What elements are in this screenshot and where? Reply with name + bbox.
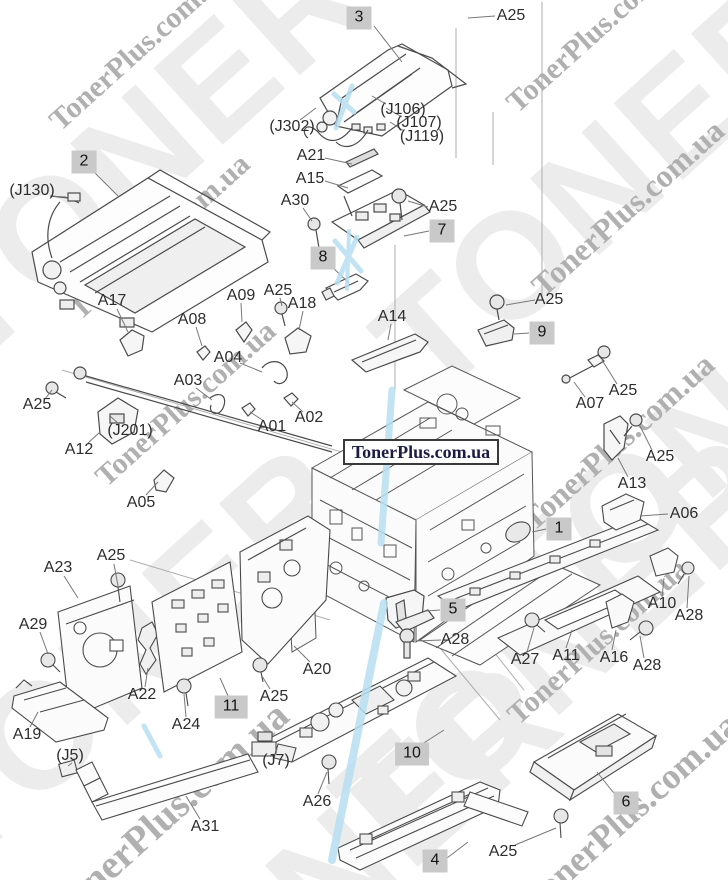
item-badge-3: 3	[346, 6, 372, 30]
part-label-a09: A09	[226, 287, 256, 304]
part-label-a13: A13	[617, 475, 647, 492]
part-label-a28: A28	[440, 631, 470, 648]
part-label-a27: A27	[510, 651, 540, 668]
part-label-j119: (J119)	[399, 128, 445, 145]
guide-part-sketch	[321, 273, 369, 301]
item-badge-7: 7	[429, 219, 455, 243]
part-label-j5: (J5)	[56, 747, 84, 764]
item-badge-9: 9	[529, 321, 555, 345]
item-badge-11: 11	[214, 695, 248, 719]
leader-lines	[29, 15, 690, 859]
part-label-a12: A12	[64, 441, 94, 458]
part-label-j130: (J130)	[9, 182, 55, 199]
part-label-a25: A25	[263, 282, 293, 299]
part-label-a20: A20	[302, 661, 332, 678]
part-label-a07: A07	[575, 395, 605, 412]
crossbar-panel-sketch	[436, 493, 695, 656]
left-stack-sketch	[11, 561, 243, 743]
watermark-center-text: TonerPlus.com.ua	[351, 441, 491, 462]
part-label-a24: A24	[171, 716, 201, 733]
part-label-a08: A08	[177, 311, 207, 328]
part-label-a26: A26	[302, 793, 332, 810]
item-badge-5: 5	[440, 598, 466, 622]
part-label-a03: A03	[173, 372, 203, 389]
upper-bracket-plate-sketch	[307, 148, 431, 249]
part-label-a30: A30	[280, 192, 310, 209]
part-label-a25: A25	[428, 198, 458, 215]
flat-cable-sketch	[58, 731, 297, 821]
part-label-a17: A17	[97, 292, 127, 309]
small-clips-sketch	[45, 301, 429, 493]
part-label-a25: A25	[488, 843, 518, 860]
part-label-j107: (J107)	[396, 114, 442, 131]
part-label-a25: A25	[22, 396, 52, 413]
part-label-a28: A28	[674, 607, 704, 624]
scanner-unit-sketch	[337, 781, 569, 871]
part-label-a21: A21	[296, 147, 326, 164]
item-badge-2: 2	[71, 150, 97, 174]
tray-sketch	[529, 713, 658, 802]
part-label-a29: A29	[18, 616, 48, 633]
part-label-a14: A14	[377, 308, 407, 325]
blue-watermark-marks	[141, 83, 396, 864]
part-label-a31: A31	[190, 818, 220, 835]
bracket-5-sketch	[385, 589, 435, 659]
part-label-a19: A19	[12, 726, 42, 743]
part-label-a25: A25	[645, 448, 675, 465]
right-small-parts-sketch	[477, 294, 643, 461]
part-label-a04: A04	[213, 349, 243, 366]
part-label-a28: A28	[632, 657, 662, 674]
part-label-a25: A25	[259, 688, 289, 705]
item-badge-6: 6	[613, 791, 639, 815]
transfer-unit-sketch	[31, 169, 271, 333]
part-label-a02: A02	[294, 409, 324, 426]
part-label-a25: A25	[608, 382, 638, 399]
part-label-j7: (J7)	[262, 752, 290, 769]
part-label-a22: A22	[127, 686, 157, 703]
part-label-a25: A25	[96, 547, 126, 564]
item-badge-4: 4	[422, 849, 448, 873]
part-label-j106: (J106)	[380, 101, 426, 118]
part-label-a16: A16	[599, 649, 629, 666]
item-badge-10: 10	[395, 742, 429, 766]
part-label-a25: A25	[534, 291, 564, 308]
part-label-a25: A25	[496, 7, 526, 24]
part-label-a05: A05	[126, 494, 156, 511]
part-label-a11: A11	[552, 647, 580, 664]
watermark-center-box: TonerPlus.com.ua	[343, 439, 499, 465]
part-label-a18: A18	[287, 295, 317, 312]
part-label-a10: A10	[647, 595, 677, 612]
part-label-a06: A06	[669, 505, 699, 522]
part-label-a15: A15	[295, 170, 325, 187]
part-label-j201: (J201)	[107, 422, 153, 439]
item-badge-1: 1	[546, 517, 572, 541]
part-label-a23: A23	[43, 559, 73, 576]
part-label-j302: (J302)	[269, 118, 315, 135]
part-label-a01: A01	[257, 418, 287, 435]
item-badge-8: 8	[310, 246, 336, 270]
left-drive-plate-sketch	[239, 515, 331, 683]
